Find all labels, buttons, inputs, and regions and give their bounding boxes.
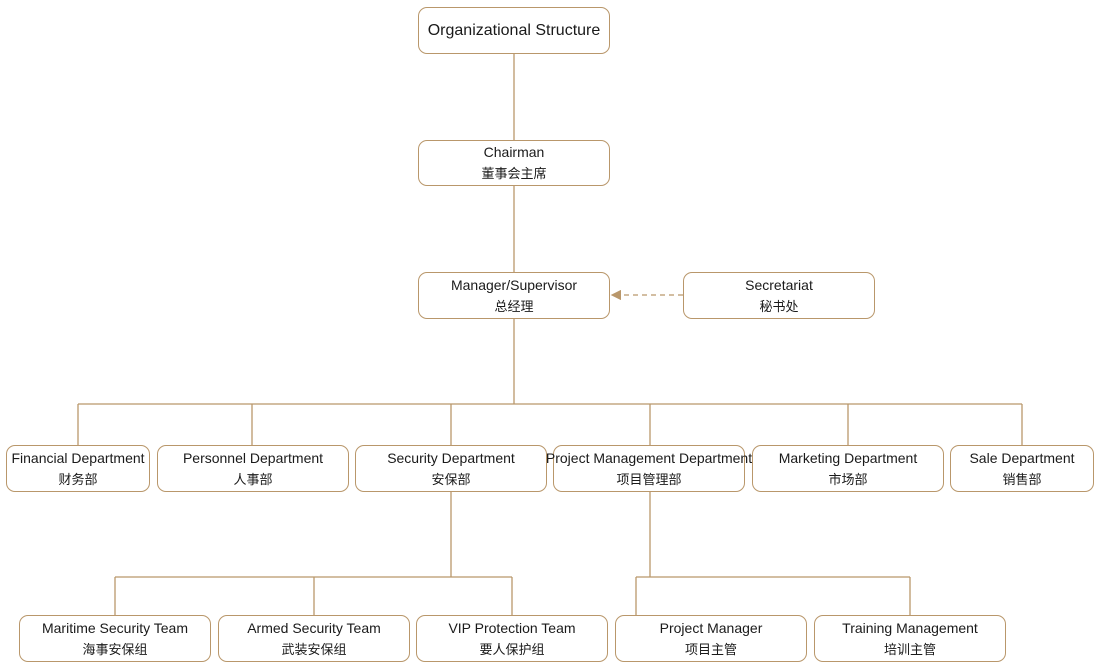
department-node-marketing: Marketing Department 市场部 (752, 445, 944, 492)
node-label-zh: 安保部 (431, 471, 471, 487)
node-label-en: Marketing Department (778, 449, 918, 466)
secretariat-node: Secretariat 秘书处 (683, 272, 875, 319)
node-label-zh: 项目主管 (684, 641, 737, 657)
node-label-en: Training Management (842, 619, 978, 636)
node-label-zh: 销售部 (1002, 471, 1042, 487)
chairman-node: Chairman 董事会主席 (418, 140, 610, 186)
node-label-zh: 秘书处 (759, 298, 799, 314)
node-label-en: Personnel Department (182, 449, 324, 466)
department-node-personnel: Personnel Department 人事部 (157, 445, 349, 492)
unit-node-training: Training Management 培训主管 (814, 615, 1006, 662)
node-label-zh: 财务部 (58, 471, 98, 487)
node-label-zh: 人事部 (233, 471, 273, 487)
node-label-en: Secretariat (745, 276, 813, 293)
team-node-vip: VIP Protection Team 要人保护组 (416, 615, 608, 662)
team-node-armed: Armed Security Team 武装安保组 (218, 615, 410, 662)
page-title: Organizational Structure (427, 22, 601, 39)
node-label-zh: 培训主管 (883, 641, 936, 657)
node-label-en: VIP Protection Team (448, 619, 576, 636)
department-node-project: Project Management Department 项目管理部 (546, 445, 752, 492)
department-node-security: Security Department 安保部 (355, 445, 547, 492)
node-label-zh: 市场部 (828, 471, 868, 487)
node-label-en: Maritime Security Team (41, 619, 188, 636)
node-label-zh: 要人保护组 (479, 641, 545, 657)
manager-node: Manager/Supervisor 总经理 (418, 272, 610, 319)
department-node-sale: Sale Department 销售部 (950, 445, 1094, 492)
title-node: Organizational Structure (418, 7, 610, 54)
node-label-zh: 项目管理部 (616, 471, 682, 487)
node-label-zh: 海事安保组 (82, 641, 148, 657)
department-node-financial: Financial Department 财务部 (6, 445, 150, 492)
node-label-zh: 总经理 (494, 298, 534, 314)
node-label-en: Financial Department (11, 449, 145, 466)
node-label-en: Chairman (483, 144, 545, 160)
node-label-en: Sale Department (969, 449, 1075, 466)
node-label-en: Manager/Supervisor (450, 276, 578, 293)
node-label-en: Armed Security Team (247, 619, 381, 636)
node-label-en: Project Manager (659, 619, 763, 636)
node-label-en: Security Department (387, 449, 515, 466)
node-label-en: Project Management Department (545, 449, 753, 466)
unit-node-project-manager: Project Manager 项目主管 (615, 615, 807, 662)
node-label-zh: 董事会主席 (481, 166, 547, 181)
node-label-zh: 武装安保组 (281, 641, 347, 657)
team-node-maritime: Maritime Security Team 海事安保组 (19, 615, 211, 662)
